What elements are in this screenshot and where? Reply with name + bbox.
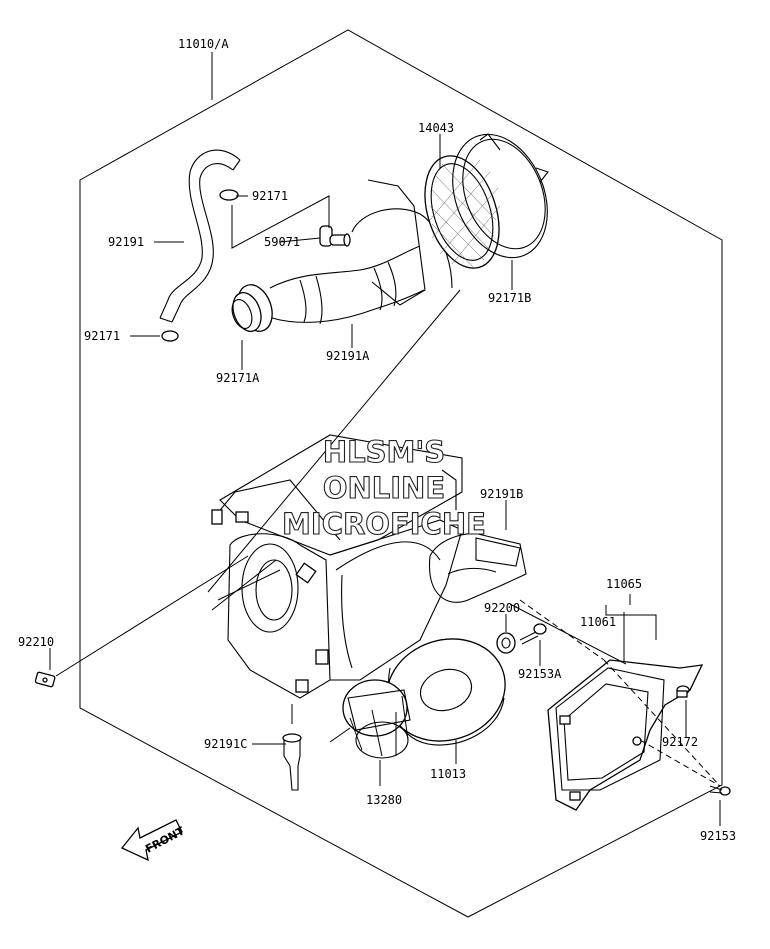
label-92200: 92200 [484, 601, 520, 615]
label-11061: 11061 [580, 615, 616, 629]
label-11065: 11065 [606, 577, 642, 591]
label-92153: 92153 [700, 829, 736, 843]
element-housing-part [351, 133, 549, 306]
label-92171-top: 92171 [252, 189, 288, 203]
assembly-outline [79, 29, 723, 918]
watermark-line-3: MICROFICHE [282, 507, 486, 541]
breather-hose-part [159, 149, 241, 323]
label-92153a: 92153A [518, 667, 562, 681]
clamp-top-part [219, 189, 239, 201]
label-92191b: 92191B [480, 487, 523, 501]
label-11013: 11013 [430, 767, 466, 781]
label-92210: 92210 [18, 635, 54, 649]
leader-lines [49, 52, 721, 826]
bolt-part [709, 785, 731, 796]
bolt-a-part [519, 623, 547, 645]
label-92191: 92191 [108, 235, 144, 249]
label-59071: 59071 [264, 235, 300, 249]
valve-part [319, 225, 351, 247]
label-92172: 92172 [662, 735, 698, 749]
watermark-line-1: HLSM'S [323, 435, 445, 469]
watermark: HLSM'S ONLINE MICROFICHE [282, 434, 487, 541]
label-92171-lower: 92171 [84, 329, 120, 343]
holder-part [342, 679, 411, 759]
bolt-172-part [676, 685, 690, 698]
part-labels: 11010/A 14043 92171 92191 59071 92171B 9… [18, 37, 736, 843]
label-13280: 13280 [366, 793, 402, 807]
clamp-lower-part [161, 330, 179, 342]
label-92171a: 92171A [216, 371, 260, 385]
watermark-line-2: ONLINE [323, 471, 445, 505]
cover-part [547, 659, 704, 811]
label-14043: 14043 [418, 121, 454, 135]
element-mesh-part [429, 159, 501, 269]
intake-duct-part [231, 245, 425, 332]
label-92191a: 92191A [326, 349, 370, 363]
clip-part [34, 671, 56, 688]
tube-b-part [429, 533, 527, 603]
grommet-inner [501, 637, 511, 649]
drain-c-part [282, 733, 302, 791]
label-11010a: 11010/A [178, 37, 229, 51]
label-92191c: 92191C [204, 737, 247, 751]
front-arrow: FRONT [120, 819, 187, 862]
valve-leader [231, 195, 330, 249]
grommet-part [496, 632, 516, 654]
label-92171b: 92171B [488, 291, 531, 305]
